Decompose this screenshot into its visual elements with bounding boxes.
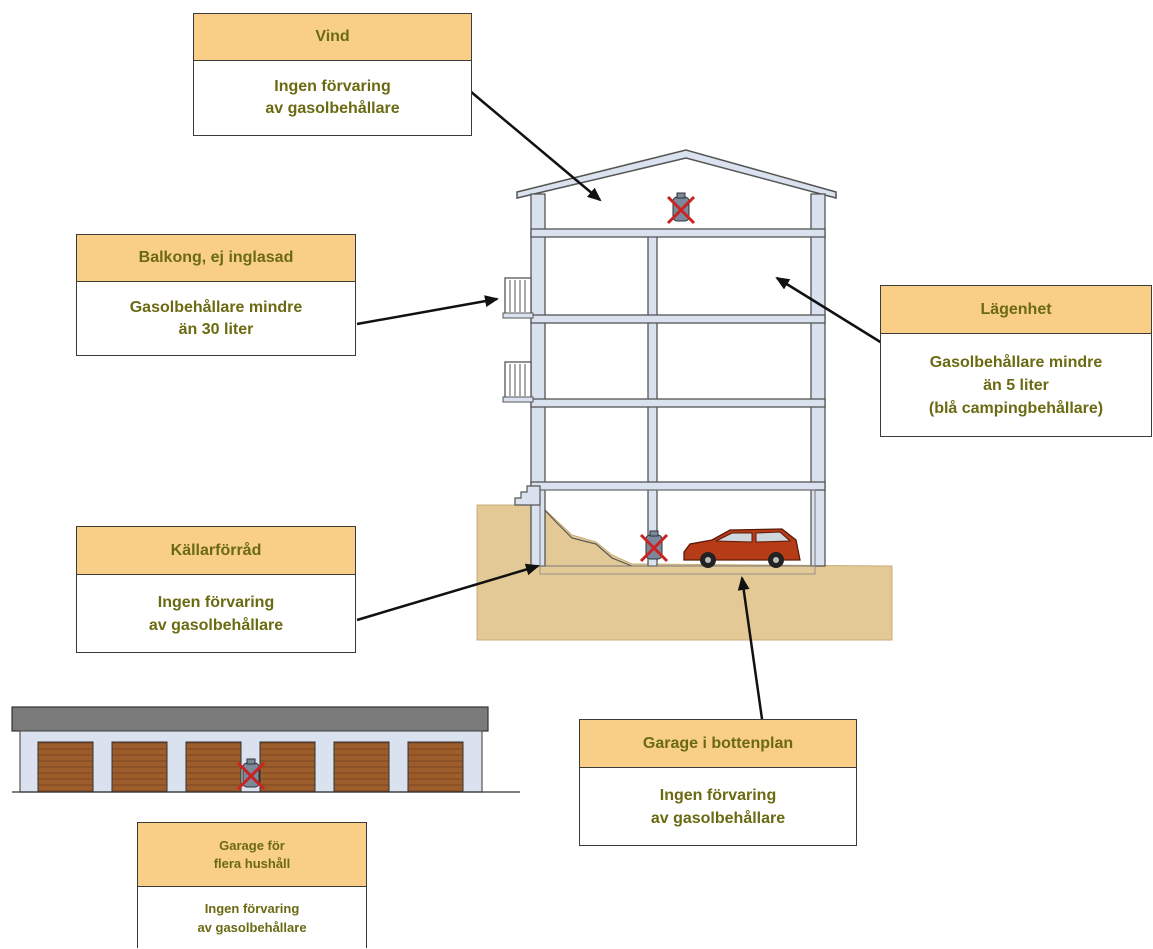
label-vind: Vind Ingen förvaring av gasolbehållare xyxy=(193,13,472,136)
label-lagenhet-line-1: Gasolbehållare mindre xyxy=(929,353,1103,371)
label-vind-line-1: Ingen förvaring xyxy=(274,78,391,95)
label-garage-flera-title-line-2: flera hushåll xyxy=(213,855,291,871)
label-balkong-line-1: Gasolbehållare mindre xyxy=(129,298,303,316)
multi-household-garage xyxy=(11,706,520,793)
label-balkong: Balkong, ej inglasad Gasolbehållare mind… xyxy=(76,234,356,356)
label-vind-text: Ingen förvaring av gasolbehållare xyxy=(194,61,471,135)
balcony-lower xyxy=(502,361,534,403)
label-garage-flera-title-line-1: Garage för xyxy=(219,837,285,853)
forbidden-gas-icon-basement xyxy=(639,530,669,563)
label-garage-bottenplan-line-2: av gasolbehållare xyxy=(650,809,786,827)
label-lagenhet-line-3: (blå campingbehållare) xyxy=(928,399,1104,417)
arrow-kallarforrad xyxy=(356,563,540,622)
entrance-steps xyxy=(514,485,541,506)
label-balkong-text: Gasolbehållare mindre än 30 liter xyxy=(77,282,355,355)
label-lagenhet-text: Gasolbehållare mindre än 5 liter (blå ca… xyxy=(881,334,1151,436)
label-vind-line-2: av gasolbehållare xyxy=(265,100,400,117)
label-lagenhet-title: Lägenhet xyxy=(881,286,1151,334)
forbidden-gas-icon-garage xyxy=(236,758,266,791)
label-garage-bottenplan-line-1: Ingen förvaring xyxy=(659,786,777,804)
label-garage-bottenplan-text: Ingen förvaring av gasolbehållare xyxy=(580,768,856,845)
label-garage-bottenplan-title: Garage i bottenplan xyxy=(580,720,856,768)
label-kallarforrad-line-1: Ingen förvaring xyxy=(157,593,275,611)
balcony-upper xyxy=(502,277,534,319)
label-balkong-line-2: än 30 liter xyxy=(178,320,254,338)
label-vind-title: Vind xyxy=(194,14,471,61)
arrow-balkong xyxy=(356,295,499,326)
label-kallarforrad-text: Ingen förvaring av gasolbehållare xyxy=(77,575,355,652)
label-balkong-title: Balkong, ej inglasad xyxy=(77,235,355,282)
label-lagenhet-line-2: än 5 liter xyxy=(983,376,1049,394)
label-kallarforrad-title: Källarförråd xyxy=(77,527,355,575)
forbidden-gas-icon-attic xyxy=(666,192,696,225)
label-lagenhet: Lägenhet Gasolbehållare mindre än 5 lite… xyxy=(880,285,1152,437)
apartment-building xyxy=(502,149,837,567)
arrow-garage-bottenplan xyxy=(737,576,764,720)
label-garage-bottenplan: Garage i bottenplan Ingen förvaring av g… xyxy=(579,719,857,846)
label-garage-flera: Garage för flera hushåll Ingen förvaring… xyxy=(137,822,367,948)
label-garage-flera-line-2: av gasolbehållare xyxy=(197,920,307,935)
roof xyxy=(516,149,837,199)
car xyxy=(683,528,801,568)
label-kallarforrad-line-2: av gasolbehållare xyxy=(148,616,284,634)
label-garage-flera-line-1: Ingen förvaring xyxy=(204,901,300,916)
arrow-vind xyxy=(469,90,602,202)
label-garage-flera-text: Ingen förvaring av gasolbehållare xyxy=(138,887,366,949)
label-garage-flera-title: Garage för flera hushåll xyxy=(138,823,366,887)
arrow-lagenhet xyxy=(775,276,883,345)
label-kallarforrad: Källarförråd Ingen förvaring av gasolbeh… xyxy=(76,526,356,653)
